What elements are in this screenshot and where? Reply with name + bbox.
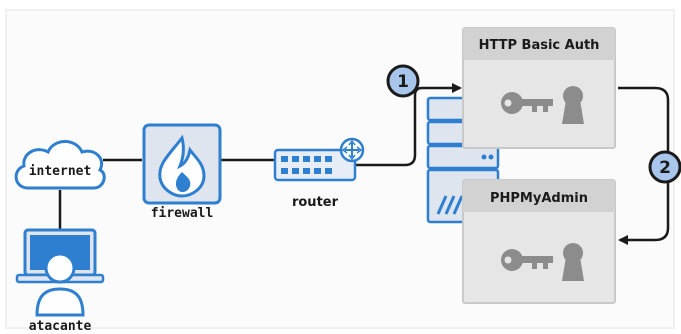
router-icon [273,137,365,182]
firewall-label: firewall [151,206,214,221]
http-auth-title: HTTP Basic Auth [479,38,600,53]
internet-node: internet [14,140,106,190]
internet-label: internet [29,164,92,179]
phpmyadmin-title: PHPMyAdmin [490,191,588,206]
attacker-label: atacante [29,319,92,334]
attacker-node: atacante [15,228,105,334]
firewall-icon [142,123,222,205]
router-label: router [292,195,339,210]
http-auth-panel: HTTP Basic Auth [462,27,616,149]
cloud-icon [14,140,106,190]
step-badge-2: 2 [648,150,681,184]
step-badge-1: 1 [386,64,420,98]
router-node: router [273,137,365,210]
step-number: 2 [659,158,671,178]
firewall-node: firewall [142,123,222,221]
laptop-user-icon [15,228,105,317]
phpmyadmin-panel: PHPMyAdmin [462,179,616,304]
key-lock-icon [501,86,584,124]
link-router-http-auth [355,83,462,167]
step-number: 1 [397,72,409,92]
key-lock-icon [501,243,584,281]
